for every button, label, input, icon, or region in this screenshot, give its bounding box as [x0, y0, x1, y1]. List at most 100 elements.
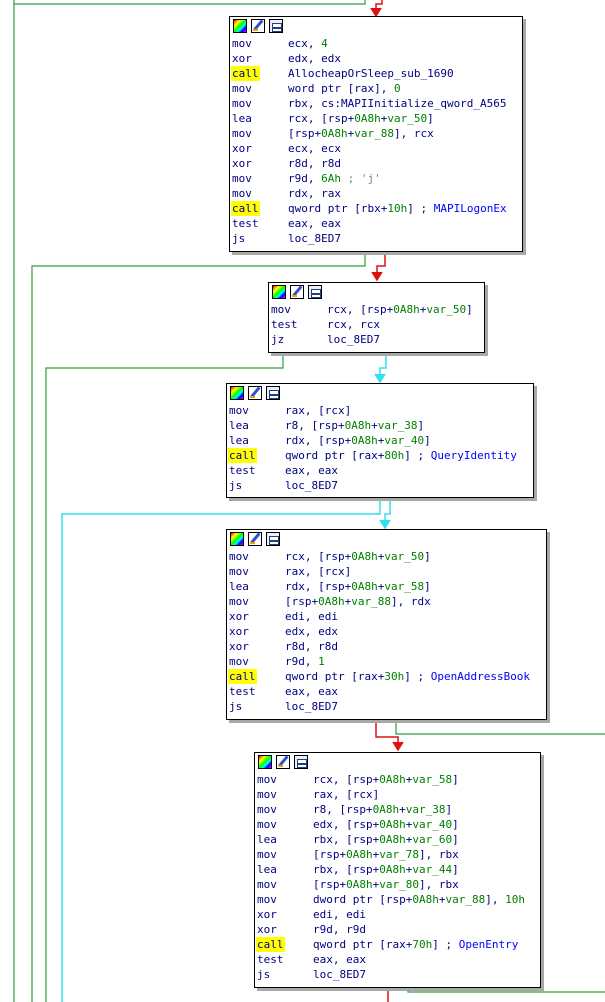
mnemonic[interactable]: js — [229, 479, 243, 492]
operands[interactable]: loc_8ED7 — [288, 231, 341, 246]
instruction-line[interactable]: xor r8d, r8d — [230, 156, 522, 171]
operands[interactable]: qword ptr [rbx+10h] ; MAPILogonEx — [288, 201, 507, 216]
mnemonic[interactable]: xor — [232, 52, 252, 65]
mnemonic[interactable]: call — [228, 669, 257, 684]
operands[interactable]: rax, [rcx] — [313, 787, 379, 802]
operands[interactable]: r9d, 1 — [285, 654, 325, 669]
mnemonic[interactable]: call — [256, 937, 285, 952]
graph-nodes-icon[interactable] — [294, 755, 308, 769]
mnemonic[interactable]: lea — [229, 419, 249, 432]
mnemonic[interactable]: mov — [257, 818, 277, 831]
instruction-line[interactable]: mov rax, [rcx] — [227, 564, 546, 579]
operands[interactable]: edi, edi — [285, 609, 338, 624]
instruction-line[interactable]: xor edi, edi — [255, 907, 540, 922]
mnemonic[interactable]: mov — [257, 878, 277, 891]
operands[interactable]: eax, eax — [313, 952, 366, 967]
operands[interactable]: [rsp+0A8h+var_78], rbx — [313, 847, 459, 862]
instruction-line[interactable]: lea rdx, [rsp+0A8h+var_40] — [227, 433, 533, 448]
operands[interactable]: dword ptr [rsp+0A8h+var_88], 10h — [313, 892, 525, 907]
instruction-line[interactable]: mov rbx, cs:MAPIInitialize_qword_A565 — [230, 96, 522, 111]
mnemonic[interactable]: lea — [229, 434, 249, 447]
mnemonic[interactable]: mov — [229, 595, 249, 608]
operands[interactable]: rbx, cs:MAPIInitialize_qword_A565 — [288, 96, 507, 111]
mnemonic[interactable]: mov — [229, 550, 249, 563]
instruction-line[interactable]: xor edx, edx — [227, 624, 546, 639]
instruction-line[interactable]: xor edx, edx — [230, 51, 522, 66]
operands[interactable]: r9d, r9d — [313, 922, 366, 937]
mnemonic[interactable]: mov — [229, 655, 249, 668]
mnemonic[interactable]: xor — [229, 625, 249, 638]
color-palette-icon[interactable] — [272, 285, 286, 299]
operands[interactable]: edi, edi — [313, 907, 366, 922]
edit-pencil-icon[interactable] — [251, 19, 265, 33]
mnemonic[interactable]: mov — [232, 97, 252, 110]
operands[interactable]: ecx, 4 — [288, 36, 328, 51]
mnemonic[interactable]: call — [231, 66, 260, 81]
mnemonic[interactable]: js — [229, 700, 243, 713]
edit-pencil-icon[interactable] — [276, 755, 290, 769]
mnemonic[interactable]: mov — [232, 82, 252, 95]
operands[interactable]: edx, edx — [285, 624, 338, 639]
mnemonic[interactable]: js — [257, 968, 271, 981]
instruction-line[interactable]: js loc_8ED7 — [227, 478, 533, 493]
operands[interactable]: rax, [rcx] — [285, 403, 351, 418]
mnemonic[interactable]: xor — [229, 610, 249, 623]
graph-nodes-icon[interactable] — [308, 285, 322, 299]
mnemonic[interactable]: mov — [232, 187, 252, 200]
mnemonic[interactable]: mov — [229, 404, 249, 417]
mnemonic[interactable]: call — [228, 448, 257, 463]
mnemonic[interactable]: lea — [257, 833, 277, 846]
color-palette-icon[interactable] — [230, 532, 244, 546]
operands[interactable]: qword ptr [rax+70h] ; OpenEntry — [313, 937, 518, 952]
operands[interactable]: rcx, [rsp+0A8h+var_50] — [285, 549, 431, 564]
mnemonic[interactable]: mov — [257, 788, 277, 801]
instruction-line[interactable]: call qword ptr [rax+70h] ; OpenEntry — [255, 937, 540, 952]
operands[interactable]: rax, [rcx] — [285, 564, 351, 579]
operands[interactable]: [rsp+0A8h+var_80], rbx — [313, 877, 459, 892]
mnemonic[interactable]: call — [231, 201, 260, 216]
operands[interactable]: edx, edx — [288, 51, 341, 66]
operands[interactable]: ecx, ecx — [288, 141, 341, 156]
mnemonic[interactable]: test — [229, 464, 256, 477]
mnemonic[interactable]: jz — [271, 333, 285, 346]
instruction-line[interactable]: mov rax, [rcx] — [255, 787, 540, 802]
mnemonic[interactable]: xor — [257, 908, 277, 921]
graph-nodes-icon[interactable] — [269, 19, 283, 33]
operands[interactable]: [rsp+0A8h+var_88], rdx — [285, 594, 431, 609]
mnemonic[interactable]: mov — [232, 172, 252, 185]
operands[interactable]: loc_8ED7 — [313, 967, 366, 982]
mnemonic[interactable]: xor — [232, 157, 252, 170]
edit-pencil-icon[interactable] — [290, 285, 304, 299]
mnemonic[interactable]: mov — [232, 127, 252, 140]
operands[interactable]: loc_8ED7 — [285, 478, 338, 493]
operands[interactable]: eax, eax — [285, 684, 338, 699]
operands[interactable]: rdx, [rsp+0A8h+var_40] — [285, 433, 431, 448]
operands[interactable]: r8, [rsp+0A8h+var_38] — [285, 418, 424, 433]
mnemonic[interactable]: xor — [232, 142, 252, 155]
operands[interactable]: rcx, [rsp+0A8h+var_50] — [327, 302, 473, 317]
operands[interactable]: r8d, r8d — [288, 156, 341, 171]
instruction-line[interactable]: call qword ptr [rbx+10h] ; MAPILogonEx — [230, 201, 522, 216]
mnemonic[interactable]: mov — [229, 565, 249, 578]
operands[interactable]: r9d, 6Ah ; 'j' — [288, 171, 381, 186]
instruction-line[interactable]: mov [rsp+0A8h+var_80], rbx — [255, 877, 540, 892]
